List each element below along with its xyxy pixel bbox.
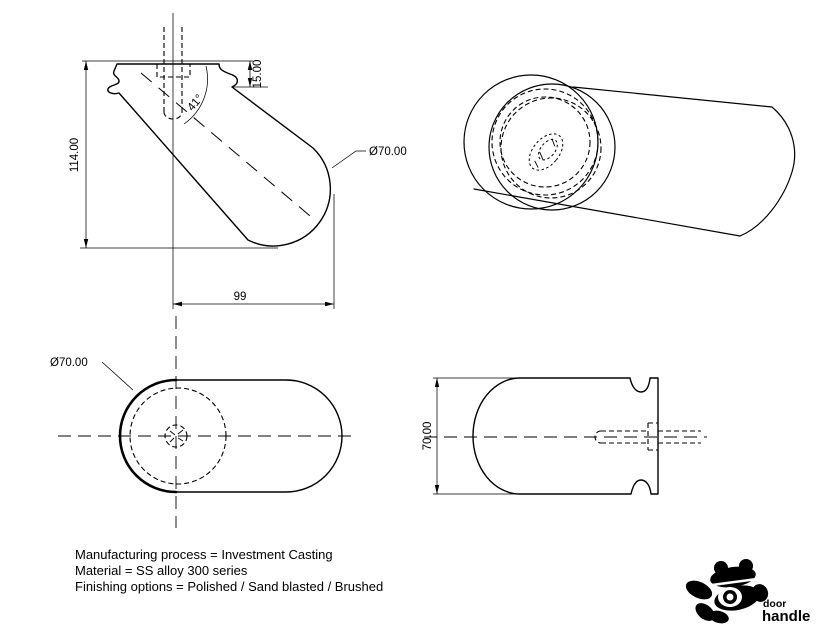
leader-line xyxy=(331,150,366,169)
top-view: Ø70.00 xyxy=(50,316,352,528)
dim-41deg-label: 41° xyxy=(186,93,206,114)
grip-axis-line xyxy=(140,72,317,222)
leader-line xyxy=(101,361,134,391)
note-material: Material = SS alloy 300 series xyxy=(75,563,248,578)
screw-hole-bottom-hidden xyxy=(163,111,183,120)
arrowhead xyxy=(325,301,334,307)
logo-word-door: door xyxy=(763,598,786,610)
bear-icon xyxy=(685,559,769,624)
dim-114-label: 114.00 xyxy=(69,138,81,172)
dim-70-label: 70.00 xyxy=(422,422,434,451)
counterbore-hidden xyxy=(156,64,191,78)
front-view: 114.00 15.00 41° 99 Ø70.00 xyxy=(69,13,407,309)
dim-dia70-label-front: Ø70.00 xyxy=(369,146,407,158)
arrowhead xyxy=(83,61,89,70)
front-view-outline xyxy=(107,63,332,247)
iso-body-top-edge xyxy=(572,86,773,108)
top-view-thick-arc xyxy=(118,378,178,494)
knob-ring-inner xyxy=(726,593,734,601)
notes-block: Manufacturing process = Investment Casti… xyxy=(75,547,383,594)
arrowhead xyxy=(83,239,89,248)
counterbore-hidden xyxy=(647,422,658,451)
brand-logo: door handle xyxy=(685,559,810,625)
thread-tick xyxy=(177,437,184,442)
screw-hole-end-hidden xyxy=(594,430,602,444)
dim-99-label: 99 xyxy=(234,291,247,303)
side-view: 70.00 xyxy=(422,377,707,495)
iso-body-bottom-edge xyxy=(473,188,741,237)
arrowhead xyxy=(247,78,253,87)
top-view-screw-hole xyxy=(164,424,188,448)
dim-15-label: 15.00 xyxy=(252,60,264,89)
iso-screw-hole-hidden xyxy=(528,133,564,171)
iso-back-face-circle xyxy=(463,74,599,210)
arrowhead xyxy=(434,485,440,494)
thread-tick xyxy=(177,429,184,435)
iso-hidden-bore-circle xyxy=(499,96,591,188)
dim-dia70-label-top: Ø70.00 xyxy=(50,357,88,369)
arrowhead xyxy=(247,61,253,70)
note-manufacturing: Manufacturing process = Investment Casti… xyxy=(75,547,333,562)
iso-end-cap-arc xyxy=(739,106,796,237)
top-view-hidden-bore xyxy=(129,387,227,485)
angle-arc xyxy=(183,65,208,125)
arrowhead xyxy=(173,301,182,307)
iso-hidden-bore-circle xyxy=(491,88,599,196)
thread-tick xyxy=(169,430,176,436)
iso-front-face-circle xyxy=(488,83,616,211)
thread-tick xyxy=(169,437,175,443)
logo-word-handle: handle xyxy=(762,608,810,625)
arrowhead xyxy=(434,378,440,387)
side-view-outline xyxy=(472,377,659,495)
note-finishing: Finishing options = Polished / Sand blas… xyxy=(75,579,383,594)
iso-hidden-bore-circle xyxy=(500,97,602,199)
isometric-view xyxy=(463,74,796,237)
